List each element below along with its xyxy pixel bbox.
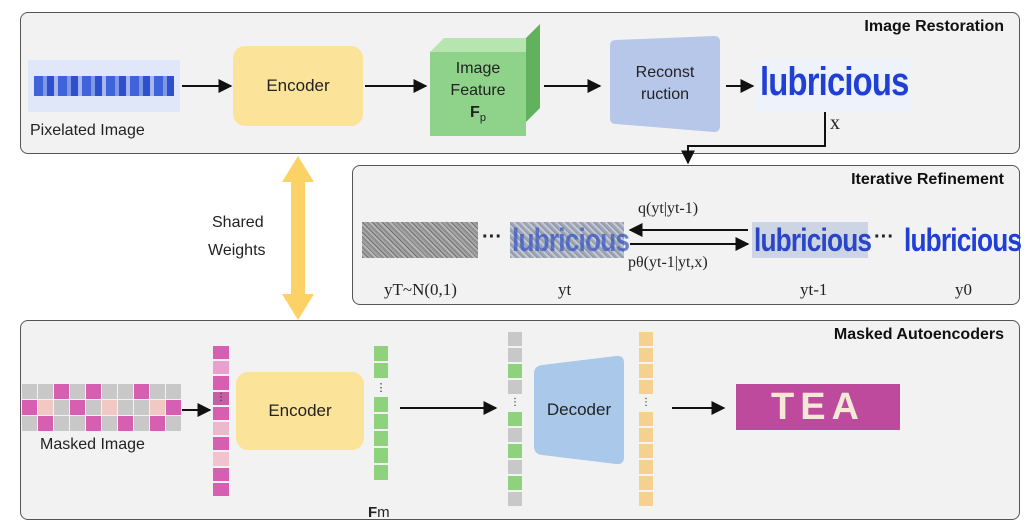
iterative-refinement-title: Iterative Refinement <box>851 171 1004 188</box>
restored-image <box>756 60 912 112</box>
final-word: lubricious <box>904 222 1022 258</box>
shared-weights-double-arrow <box>282 156 314 320</box>
noisy-word-image <box>510 222 624 258</box>
mae-decoder: Decoder <box>534 378 624 442</box>
visible-token-column: ⋮ <box>213 346 229 497</box>
feature-fm-symbol: Fm <box>368 504 390 521</box>
restoration-encoder: Encoder <box>233 46 363 126</box>
masked-image-grid <box>22 384 181 434</box>
mae-decoder-label: Decoder <box>546 400 612 419</box>
reconstructed-tea-image: TEA <box>736 384 900 430</box>
reconstruction-line1: Reconst <box>635 64 695 81</box>
clean-word-image <box>752 222 868 258</box>
pixelated-image-label: Pixelated Image <box>30 122 145 139</box>
masked-image-label: Masked Image <box>40 436 145 453</box>
label-y-T: yT~N(0,1) <box>384 280 457 299</box>
q-label: q(yt|yt-1) <box>638 200 699 217</box>
decoder-input-column: ⋮ <box>508 332 522 508</box>
noise-image <box>362 222 478 258</box>
noisy-word: lubricious <box>512 222 630 258</box>
reconstruction-block-shape <box>610 36 720 132</box>
shared-weights-line1: Shared <box>212 214 264 231</box>
restored-image-word: lubricious <box>760 60 909 104</box>
encoded-feature-column: ⋮ <box>374 346 388 482</box>
pixelated-image <box>28 60 180 112</box>
image-feature-line1: Image <box>455 60 501 78</box>
image-restoration-title: Image Restoration <box>864 18 1004 35</box>
output-x-label: x <box>830 112 840 134</box>
reconstruction-block: Reconst ruction <box>610 52 720 116</box>
masked-autoencoders-title: Masked Autoencoders <box>833 326 1004 343</box>
feature-fp-symbol: Fp <box>470 104 486 125</box>
ellipsis-1: ··· <box>482 226 502 248</box>
refined-word: lubricious <box>754 222 872 258</box>
mae-encoder-label: Encoder <box>268 401 332 420</box>
mae-encoder: Encoder <box>236 372 364 450</box>
label-y-t-1: yt-1 <box>800 280 828 299</box>
reconstruction-line2: ruction <box>640 86 690 103</box>
ellipsis-2: ··· <box>874 226 894 248</box>
pixelated-image-blocks <box>34 76 174 96</box>
label-y-0: y0 <box>955 280 972 299</box>
decoder-output-column: ⋮ <box>639 332 653 508</box>
shared-weights-line2: Weights <box>208 242 266 259</box>
restoration-encoder-label: Encoder <box>266 76 330 95</box>
reconstructed-tea-text: TEA <box>771 385 865 428</box>
label-y-t: yt <box>558 280 572 299</box>
image-feature-cube: Image Feature Fp <box>430 52 526 136</box>
p-theta-label: pθ(yt-1|yt,x) <box>628 254 708 271</box>
image-feature-line2: Feature <box>450 82 506 100</box>
arrow-x-to-refinement <box>681 112 826 165</box>
decoder-block-shape <box>534 355 624 465</box>
